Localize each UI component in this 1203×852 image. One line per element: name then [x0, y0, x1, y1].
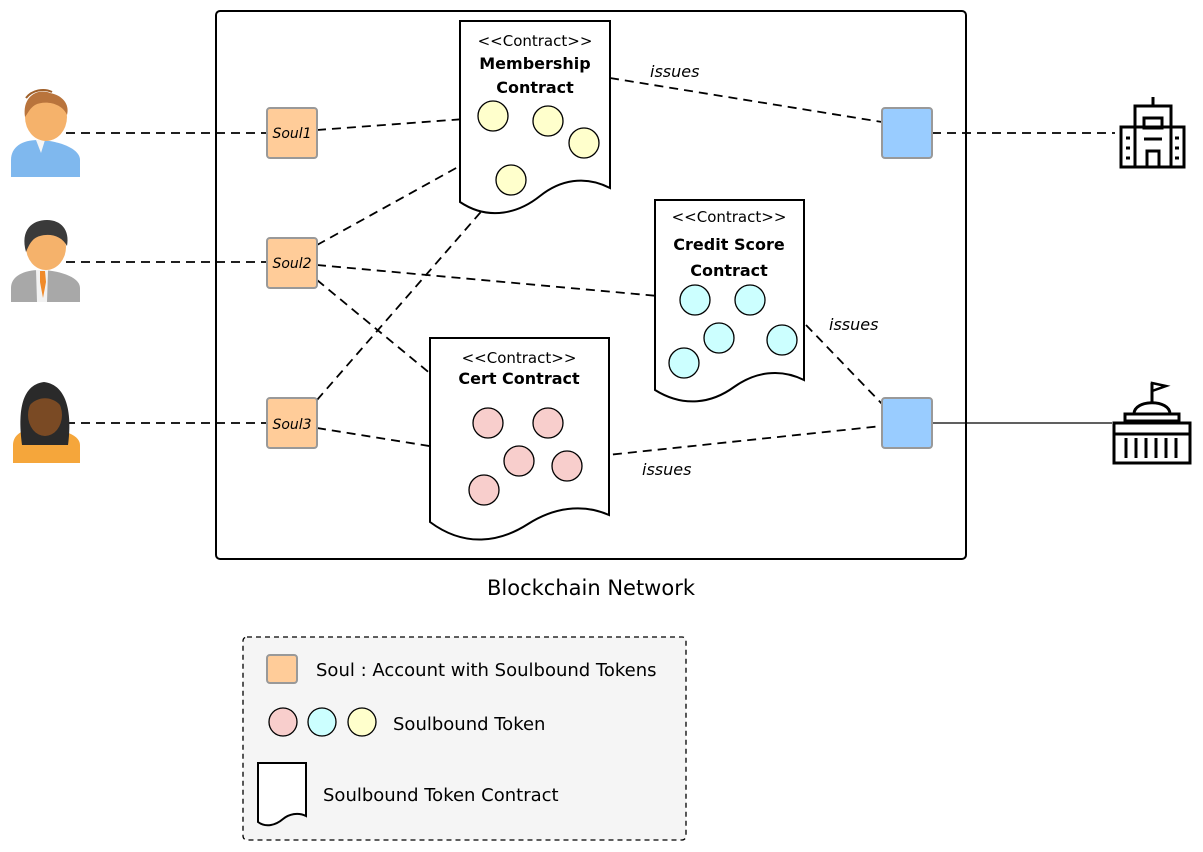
- soul-label: Soul1: [272, 126, 311, 142]
- soul-node[interactable]: Soul2: [266, 237, 318, 289]
- soul-box[interactable]: [266, 397, 318, 449]
- credit-title-line1: Credit Score: [673, 235, 785, 254]
- cert-stereotype: <<Contract>>: [462, 349, 577, 367]
- issues-label-cert: issues: [642, 460, 691, 479]
- credit-token: [679, 284, 711, 316]
- soul-node[interactable]: Soul1: [266, 107, 318, 159]
- edge-membership-issuer1: [609, 77, 883, 123]
- soul-box[interactable]: [266, 107, 318, 159]
- issuer-box-government[interactable]: [881, 397, 933, 449]
- edge-cert-issuer2: [597, 425, 883, 457]
- cert-token: [472, 407, 504, 439]
- edge-soul2-cert: [316, 279, 479, 414]
- user-male-icon: [11, 89, 80, 177]
- membership-contract: <<Contract>> Membership Contract: [459, 20, 611, 215]
- legend-contract-shape: [257, 762, 307, 827]
- edge-soul2-membership: [316, 125, 533, 246]
- membership-token: [532, 105, 564, 137]
- user-businessman-icon: [11, 220, 80, 302]
- legend-contract-text: Soulbound Token Contract: [323, 785, 559, 806]
- credit-score-contract: <<Contract>> Credit Score Contract: [654, 199, 805, 403]
- edge-soul2-credit: [316, 264, 681, 299]
- office-building-icon: [1119, 97, 1186, 169]
- membership-token: [568, 127, 600, 159]
- membership-token: [495, 164, 527, 196]
- edge-soul3-membership: [316, 189, 501, 401]
- network-label: Blockchain Network: [487, 576, 696, 600]
- issues-label-membership: issues: [650, 62, 699, 81]
- issues-label-credit: issues: [829, 315, 878, 334]
- issuer-box-company[interactable]: [881, 107, 933, 159]
- cert-token: [532, 407, 564, 439]
- membership-stereotype: <<Contract>>: [478, 32, 593, 50]
- membership-title-line2: Contract: [496, 78, 574, 97]
- cert-token: [551, 450, 583, 482]
- edge-credit-issuer2: [805, 324, 885, 407]
- soul-label: Soul2: [272, 256, 311, 272]
- credit-token: [668, 347, 700, 379]
- credit-token: [703, 322, 735, 354]
- credit-stereotype: <<Contract>>: [672, 208, 787, 226]
- legend-soul-swatch: [266, 654, 298, 684]
- government-building-icon: [1112, 381, 1192, 465]
- legend-token-yellow: [347, 707, 377, 737]
- legend-token-cyan: [307, 707, 337, 737]
- cert-contract: <<Contract>> Cert Contract: [429, 337, 610, 541]
- cert-token: [468, 474, 500, 506]
- soul-label: Soul3: [272, 417, 311, 433]
- soul-node[interactable]: Soul3: [266, 397, 318, 449]
- connectors: [66, 77, 1115, 459]
- soul-box[interactable]: [266, 237, 318, 289]
- legend-soul-text: Soul : Account with Soulbound Tokens: [316, 660, 657, 681]
- user-female-icon: [13, 382, 80, 463]
- cert-token: [503, 445, 535, 477]
- membership-token: [477, 100, 509, 132]
- legend-token-pink: [268, 707, 298, 737]
- credit-title-line2: Contract: [690, 261, 768, 280]
- blockchain-network-container: [215, 10, 967, 560]
- membership-title-line1: Membership: [479, 54, 591, 73]
- legend: Soul : Account with Soulbound Tokens Sou…: [242, 636, 687, 841]
- credit-token: [734, 284, 766, 316]
- edge-soul1-membership: [316, 117, 479, 131]
- cert-title: Cert Contract: [458, 369, 580, 388]
- legend-token-text: Soulbound Token: [393, 714, 545, 735]
- legend-box: [242, 636, 687, 841]
- credit-token: [766, 324, 798, 356]
